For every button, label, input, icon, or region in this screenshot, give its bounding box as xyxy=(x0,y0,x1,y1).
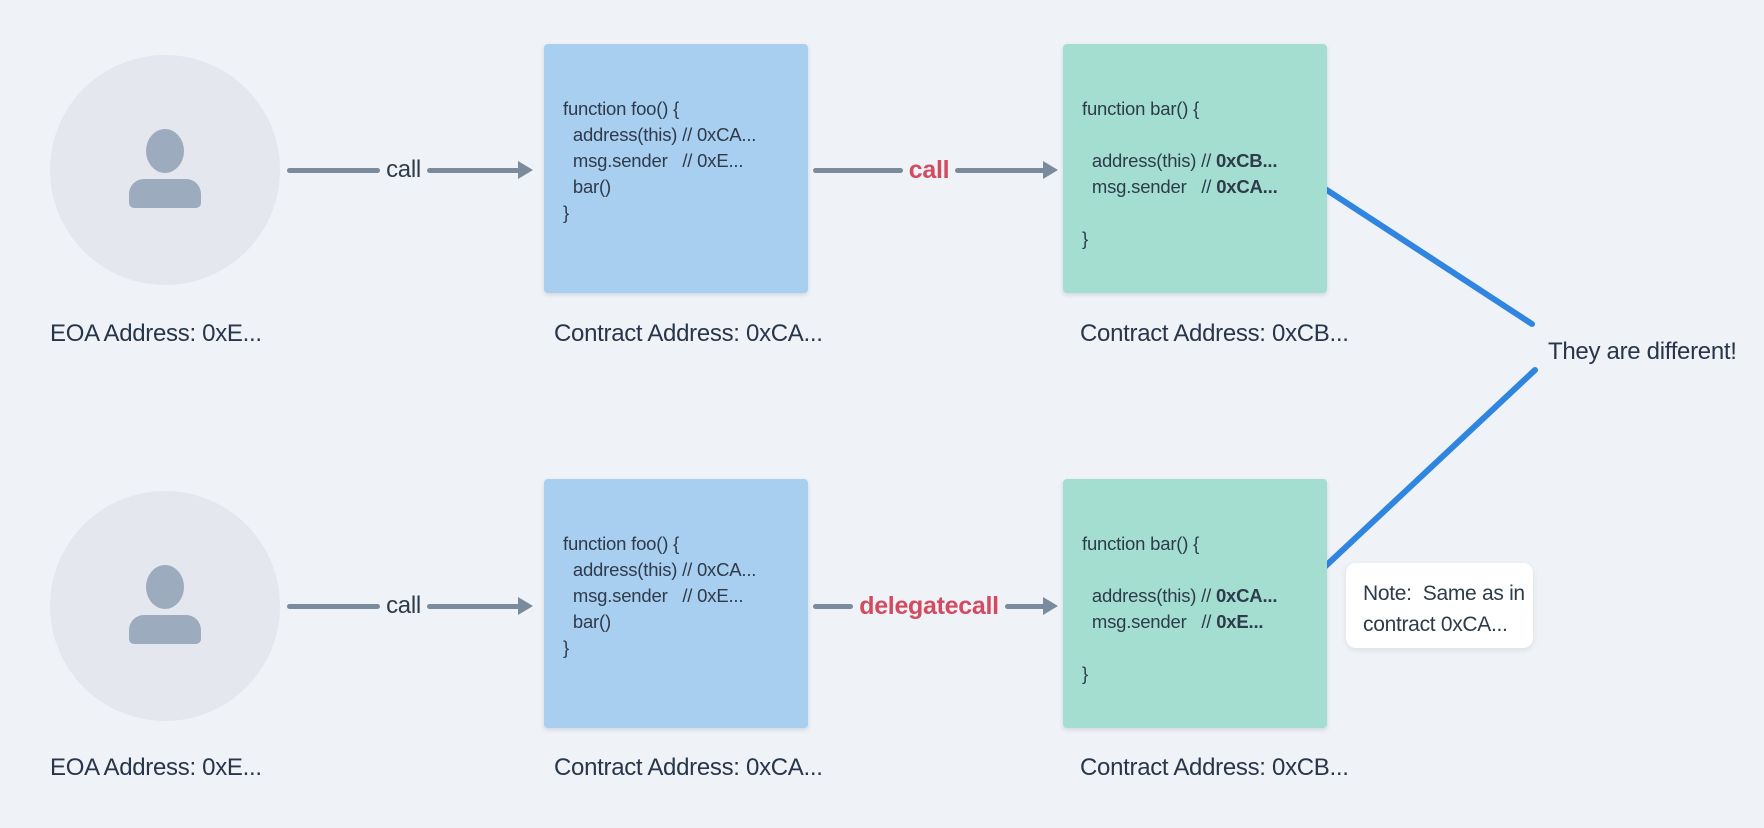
foo-to-bar-arrow: call xyxy=(813,155,1058,185)
code-line: address(this) // 0xCA... xyxy=(563,124,757,145)
contract-a-address-label: Contract Address: 0xCA... xyxy=(554,754,823,781)
code-line xyxy=(1082,635,1327,661)
eoa-address-label: EOA Address: 0xE... xyxy=(50,320,262,347)
code-line: } xyxy=(563,637,569,658)
eoa-to-foo-arrow: call xyxy=(287,155,533,185)
delegatecall-label: delegatecall xyxy=(859,591,999,620)
call-label: call xyxy=(386,592,421,619)
note-box: Note: Same as in contract 0xCA... xyxy=(1346,563,1533,648)
arrow-line xyxy=(813,167,903,173)
note-text-line: Note: Same as in xyxy=(1363,582,1525,605)
code-line xyxy=(1082,557,1327,583)
call-type-label: call xyxy=(908,155,950,184)
code-line: function bar() { xyxy=(1082,533,1200,554)
code-line: function foo() { xyxy=(563,533,680,554)
arrowhead-icon xyxy=(518,161,533,179)
note-text-line: contract 0xCA... xyxy=(1363,613,1508,636)
code-line: } xyxy=(1082,228,1088,249)
code-line xyxy=(1082,200,1327,226)
arrow-line xyxy=(426,167,520,173)
arrow-line xyxy=(426,603,520,609)
code-line: msg.sender // 0xCA... xyxy=(1082,176,1278,197)
code-line: } xyxy=(1082,663,1088,684)
code-line: } xyxy=(563,202,569,223)
arrowhead-icon xyxy=(518,597,533,615)
arrowhead-icon xyxy=(1043,597,1058,615)
eoa-to-foo-arrow: call xyxy=(287,591,533,621)
arrowhead-icon xyxy=(1043,161,1058,179)
person-icon-body xyxy=(129,179,201,208)
contract-box-bar: function bar() { address(this) // 0xCA..… xyxy=(1063,479,1327,728)
arrow-line xyxy=(1004,603,1045,609)
foo-to-bar-delegatecall-arrow: delegatecall xyxy=(813,591,1058,621)
contract-b-address-label: Contract Address: 0xCB... xyxy=(1080,320,1349,347)
contract-box-bar: function bar() { address(this) // 0xCB..… xyxy=(1063,44,1327,293)
contract-box-foo: function foo() { address(this) // 0xCA..… xyxy=(544,44,808,293)
they-are-different-label: They are different! xyxy=(1548,338,1737,365)
code-line: msg.sender // 0xE... xyxy=(563,150,744,171)
foo-code-block: function foo() { address(this) // 0xCA..… xyxy=(563,96,808,226)
bar-code-block: function bar() { address(this) // 0xCA..… xyxy=(1082,531,1327,687)
code-line: function foo() { xyxy=(563,98,680,119)
bar-code-block: function bar() { address(this) // 0xCB..… xyxy=(1082,96,1327,252)
contract-a-address-label: Contract Address: 0xCA... xyxy=(554,320,823,347)
person-icon-body xyxy=(129,615,201,644)
code-line: bar() xyxy=(563,611,611,632)
arrow-line xyxy=(955,167,1045,173)
foo-code-block: function foo() { address(this) // 0xCA..… xyxy=(563,531,808,661)
code-line: address(this) // 0xCB... xyxy=(1082,150,1278,171)
arrow-line xyxy=(287,167,381,173)
code-line: bar() xyxy=(563,176,611,197)
call-label: call xyxy=(386,156,421,183)
code-line: address(this) // 0xCA... xyxy=(563,559,757,580)
different-line-bottom xyxy=(1297,367,1538,593)
contract-b-address-label: Contract Address: 0xCB... xyxy=(1080,754,1349,781)
person-icon xyxy=(146,565,184,609)
eoa-avatar xyxy=(50,55,280,285)
eoa-address-label: EOA Address: 0xE... xyxy=(50,754,262,781)
code-line xyxy=(1082,122,1327,148)
code-line: function bar() { xyxy=(1082,98,1200,119)
person-icon xyxy=(146,129,184,173)
code-line: msg.sender // 0xE... xyxy=(1082,611,1264,632)
code-line: msg.sender // 0xE... xyxy=(563,585,744,606)
arrow-line xyxy=(287,603,381,609)
code-line: address(this) // 0xCA... xyxy=(1082,585,1278,606)
arrow-line xyxy=(813,603,854,609)
eoa-avatar xyxy=(50,491,280,721)
contract-box-foo: function foo() { address(this) // 0xCA..… xyxy=(544,479,808,728)
